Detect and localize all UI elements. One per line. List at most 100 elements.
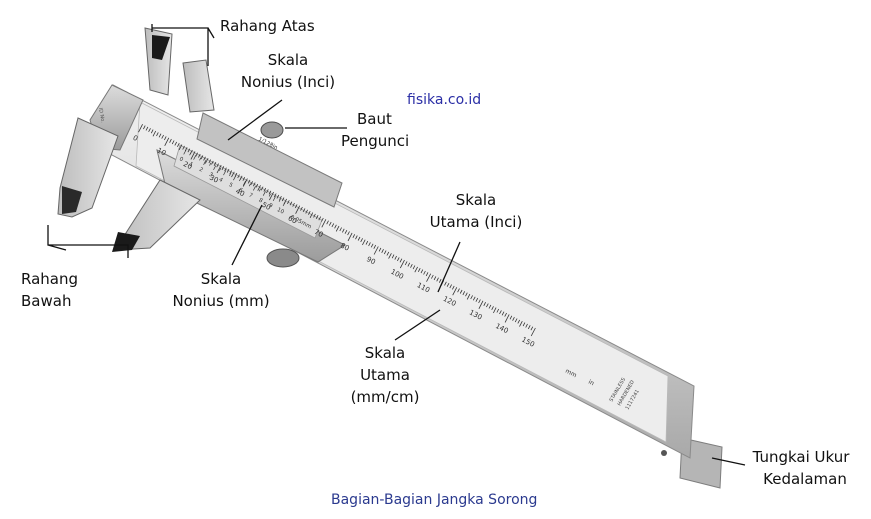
lock-screw: [260, 121, 284, 139]
mm-tick: [512, 317, 515, 321]
label-tungkai-line1: Tungkai Ukur: [752, 448, 850, 466]
lower-slide-jaw: [114, 179, 201, 251]
mm-tick: [292, 202, 295, 207]
leader-tungkai: [711, 457, 746, 466]
mm-tick: [273, 193, 277, 198]
label-skala-utama-mm-line2: Utama: [360, 366, 410, 384]
mm-scale-number: 30: [208, 174, 220, 185]
mm-scale-number: 80: [339, 242, 351, 253]
mm-tick: [308, 211, 311, 215]
mm-tick: [328, 221, 332, 226]
mm-scale-number: 90: [365, 255, 377, 266]
mm-scale-number: 60: [287, 214, 299, 225]
mm-tick: [483, 302, 486, 306]
mm-tick: [203, 156, 206, 161]
label-skala-utama-mm-line1: Skala: [364, 344, 406, 362]
mm-tick: [399, 259, 405, 269]
leader-utama-inci: [437, 241, 461, 293]
mm-tick: [339, 227, 342, 232]
mm-tick: [530, 326, 534, 331]
leader-nonius-mm: [231, 204, 263, 266]
mm-tick: [263, 187, 267, 192]
vernier-tick: [233, 175, 237, 181]
leader-lines: [47, 24, 746, 466]
vernier-scale-number: 3: [208, 172, 214, 179]
label-tungkai-ukur: Tungkai Ukur Kedalaman: [745, 446, 857, 490]
mm-tick: [169, 138, 172, 143]
vernier-scale-number: 10: [276, 207, 285, 216]
mm-tick: [347, 232, 353, 242]
mm-tick: [143, 125, 146, 130]
mm-tick: [190, 151, 196, 160]
mm-tick: [462, 291, 466, 296]
vernier-scale-number: 8: [258, 198, 264, 205]
mm-tick: [496, 308, 500, 313]
mm-tick: [289, 201, 293, 206]
mm-tick: [397, 257, 400, 262]
mm-tick: [352, 234, 356, 238]
mm-tick: [504, 312, 507, 317]
mm-tick: [161, 134, 164, 139]
vernier-tick: [213, 165, 217, 171]
mm-scale-number: 50: [260, 201, 272, 212]
mm-tick: [365, 240, 369, 245]
label-skala-nonius-inci-line1: Skala: [267, 51, 309, 69]
mm-tick: [517, 319, 521, 324]
mm-tick: [213, 162, 217, 166]
mm-tick: [216, 163, 219, 168]
mm-scale-number: 0: [131, 134, 139, 143]
mm-tick: [211, 160, 214, 165]
mm-tick: [279, 196, 282, 200]
upper-slide-jaw: [182, 59, 215, 113]
mm-tick: [204, 158, 209, 164]
mm-tick: [378, 247, 382, 252]
mm-tick: [452, 285, 455, 290]
vernier-tick: [193, 155, 197, 160]
label-skala-nonius-mm-line1: Skala: [200, 270, 242, 288]
mm-tick: [457, 288, 460, 293]
mm-tick: [260, 186, 264, 191]
vernier-tick: [183, 149, 187, 155]
vernier-scale-number: 6: [238, 187, 244, 194]
beam-rivet: [661, 450, 667, 456]
mm-tick: [138, 124, 143, 133]
mm-tick: [414, 266, 418, 273]
vernier-tick: [262, 191, 266, 196]
mm-tick: [410, 264, 413, 268]
mm-tick: [373, 246, 379, 255]
mm-tick: [394, 255, 397, 260]
vernier-tick: [282, 201, 286, 207]
mm-tick: [287, 200, 290, 204]
mm-tick: [399, 258, 403, 263]
label-skala-nonius-inci: Skala Nonius (Inci): [236, 49, 340, 93]
mm-tick: [164, 137, 170, 146]
mm-tick: [491, 306, 494, 310]
site-credit: fisika.co.id: [407, 92, 482, 108]
label-skala-utama-mm: Skala Utama (mm/cm): [345, 342, 425, 408]
mm-tick: [318, 216, 322, 221]
vernier-mm-face: [173, 144, 323, 239]
thumb-wheel: [266, 248, 300, 268]
vernier-tick: [252, 185, 256, 191]
mm-tick: [347, 231, 350, 236]
vernier-tick: [238, 178, 242, 182]
head-id-text: ID No.: [97, 107, 106, 123]
label-skala-utama-inci: Skala Utama (Inci): [425, 189, 527, 233]
leader-utama-mm: [394, 309, 441, 341]
mm-tick: [300, 206, 303, 211]
mm-tick: [530, 327, 536, 337]
vernier-tick: [278, 198, 281, 202]
mm-tick: [466, 293, 471, 300]
mm-tick: [519, 321, 523, 327]
mm-tick: [253, 182, 256, 187]
mm-tick: [499, 310, 502, 315]
mm-scale-number: 10: [156, 146, 168, 157]
vernier-tick: [242, 180, 246, 186]
label-tungkai-line2: Kedalaman: [763, 470, 847, 488]
lower-slide-jaw-tip: [112, 232, 140, 252]
mm-tick: [182, 145, 185, 150]
mm-tick: [527, 325, 531, 330]
mm-tick: [247, 179, 251, 184]
vernier-tick: [209, 162, 212, 166]
